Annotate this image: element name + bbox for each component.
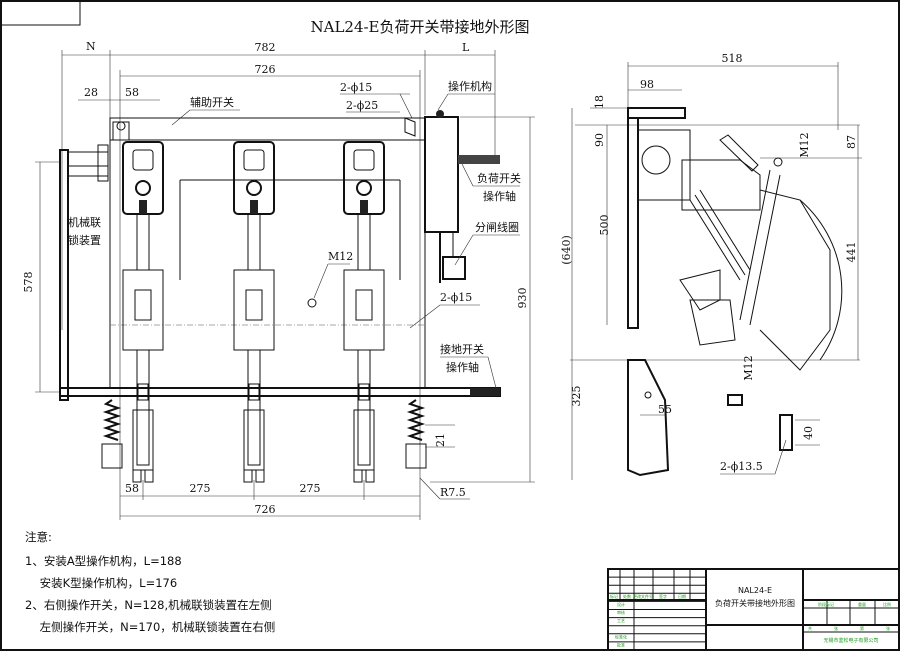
dim-m12-bottom: M12 <box>742 355 755 380</box>
title-block-model: NAL24-E <box>738 586 772 595</box>
note-line: 1、安装A型操作机构，L=188 <box>25 554 182 568</box>
dim-28: 28 <box>84 86 98 99</box>
title-block-sheet: 张 <box>834 625 838 631</box>
title-block-header: 日期 <box>678 593 686 599</box>
dim-500: 500 <box>598 215 611 236</box>
spring <box>101 399 123 469</box>
dim-2-phi15-mid: 2-ϕ15 <box>440 291 472 304</box>
title-block-company: 无锡市鉴松电子有限公司 <box>823 637 878 644</box>
note-line: 安装K型操作机构，L=176 <box>25 576 177 590</box>
label-load-shaft-2: 操作轴 <box>483 189 516 203</box>
dim-930: 930 <box>516 288 529 309</box>
dim-578: 578 <box>22 272 35 293</box>
label-interlock-2: 锁装置 <box>68 233 101 247</box>
dim-r7-5: R7.5 <box>440 486 466 499</box>
notes-heading: 注意: <box>25 530 52 544</box>
title-block-row-label: 设计 <box>617 601 625 607</box>
dim-782: 782 <box>255 41 276 54</box>
dim-325: 325 <box>570 386 583 407</box>
dim-m12: M12 <box>328 250 353 263</box>
note-line: 2、右侧操作开关，N=128,机械联锁装置在左侧 <box>25 598 272 612</box>
dim-2-phi15-top: 2-ϕ15 <box>340 81 372 94</box>
dim-98: 98 <box>640 78 654 91</box>
title-block-header: 重量 <box>858 601 866 607</box>
dim-90: 90 <box>593 133 606 147</box>
switch-pole <box>343 141 385 483</box>
dim-m12-top: M12 <box>798 132 811 157</box>
dim-2-phi13-5: 2-ϕ13.5 <box>720 460 763 473</box>
title-block-drawing-name: 负荷开关带接地外形图 <box>715 598 795 608</box>
title-block-header: 比例 <box>883 601 891 607</box>
title-block-sheet: 张 <box>886 625 890 631</box>
label-load-shaft-1: 负荷开关 <box>477 171 521 185</box>
title-block-header: 处数 <box>623 593 631 599</box>
front-view: N 782 L 726 28 58 2-ϕ15 2-ϕ25 辅助开关 机械联 锁… <box>22 40 535 520</box>
dim-40: 40 <box>802 426 815 440</box>
title-block-header: 标记 <box>610 593 618 599</box>
side-view: 518 98 18 90 500 (640) M12 87 441 55 32 <box>560 52 862 480</box>
label-operating-mechanism: 操作机构 <box>448 79 492 93</box>
title-block-header: 阶段标记 <box>818 601 834 607</box>
dim-58-top: 58 <box>125 86 139 99</box>
dim-n: N <box>86 40 96 53</box>
title-block-header: 签字 <box>659 593 667 599</box>
label-interlock-1: 机械联 <box>68 215 101 229</box>
title-block-row-label: 批准 <box>617 642 625 648</box>
switch-pole <box>233 141 275 483</box>
drawing-title: NAL24-E负荷开关带接地外形图 <box>310 18 529 36</box>
title-block-row-label: 工艺 <box>617 618 625 623</box>
title-block-header: 更改文件号 <box>633 593 653 599</box>
dim-21: 21 <box>434 433 447 447</box>
label-earth-shaft-2: 操作轴 <box>446 360 479 374</box>
title-block-row-label: 标准化 <box>615 633 627 639</box>
label-trip-coil: 分闸线圈 <box>475 220 519 234</box>
dim-2-phi25: 2-ϕ25 <box>346 99 378 112</box>
label-earth-shaft-1: 接地开关 <box>440 342 484 356</box>
dim-275-b: 275 <box>300 482 321 495</box>
label-aux-switch: 辅助开关 <box>190 95 234 109</box>
dim-275-a: 275 <box>190 482 211 495</box>
dim-726-top: 726 <box>255 63 276 76</box>
dim-87: 87 <box>845 135 858 149</box>
switch-pole <box>122 141 164 483</box>
dim-441: 441 <box>845 242 858 263</box>
notes: 注意: 1、安装A型操作机构，L=188 安装K型操作机构，L=176 2、右侧… <box>25 530 275 634</box>
dim-640: (640) <box>560 235 573 265</box>
corner-box <box>0 0 81 26</box>
title-block-sheet: 共 <box>808 625 812 631</box>
dim-518: 518 <box>722 52 743 65</box>
dim-58-bottom: 58 <box>125 482 139 495</box>
spring <box>405 399 427 469</box>
operating-mechanism <box>424 116 459 233</box>
title-block: NAL24-E 负荷开关带接地外形图 无锡市鉴松电子有限公司 标记处数更改文件号… <box>607 568 900 651</box>
dim-18: 18 <box>593 95 606 109</box>
title-block-sheet: 第 <box>860 625 864 631</box>
dim-55: 55 <box>658 403 672 416</box>
dim-l: L <box>462 41 470 54</box>
dim-726-bottom: 726 <box>255 503 276 516</box>
note-line: 左侧操作开关，N=170，机械联锁装置在右侧 <box>25 620 275 634</box>
title-block-row-label: 审核 <box>617 609 625 615</box>
